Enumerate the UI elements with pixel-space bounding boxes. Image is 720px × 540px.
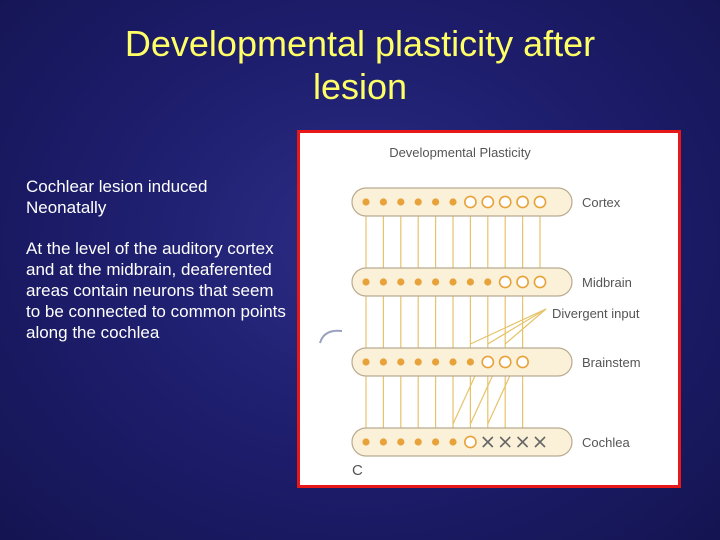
neuron-brainstem-1 (362, 358, 370, 366)
neuron-cochlea-3 (397, 438, 405, 446)
neuron-cochlea-6 (449, 438, 457, 446)
neuron-cortex-8 (481, 195, 495, 209)
neuron-midbrain-7 (466, 278, 474, 286)
slide-body-text: Cochlear lesion induced Neonatally At th… (26, 176, 286, 363)
neuron-brainstem-8 (481, 355, 495, 369)
neuron-midbrain-10 (516, 275, 529, 289)
neuron-brainstem-10 (516, 355, 529, 369)
neuron-midbrain-11 (533, 275, 547, 289)
neuron-midbrain-8 (484, 278, 492, 286)
divergent-lower-fiber-1 (452, 375, 476, 425)
neuron-brainstem-4 (414, 358, 422, 366)
divergent-lower-fiber-2 (469, 375, 493, 425)
neuron-cochlea-1 (362, 438, 370, 446)
annotation-divergent-input: Divergent input (552, 306, 640, 321)
paragraph-lesion: Cochlear lesion induced Neonatally (26, 177, 208, 217)
neuron-cortex-10 (516, 195, 529, 209)
slide-title-line-2: lesion (312, 66, 408, 107)
neuron-cortex-5 (432, 198, 440, 206)
divergent-fiber-3 (504, 308, 547, 345)
band-cochlea (351, 427, 573, 457)
neuron-cochlea-2 (379, 438, 387, 446)
neuron-cortex-11 (533, 195, 547, 209)
paragraph-description: At the level of the auditory cortex and … (26, 239, 286, 342)
neuron-cochlea-7 (463, 435, 477, 449)
band-brainstem (351, 347, 573, 377)
neuron-midbrain-1 (362, 278, 370, 286)
neuron-brainstem-3 (397, 358, 405, 366)
neuron-midbrain-2 (379, 278, 387, 286)
neuron-cochlea-5 (432, 438, 440, 446)
slide-title-line-1: Developmental plasticity after (124, 23, 596, 64)
neuron-cochlea-11 (534, 436, 546, 448)
divergent-lower-fiber-3 (487, 375, 511, 425)
neuron-cortex-4 (414, 198, 422, 206)
panel-letter: C (352, 462, 363, 479)
panel-curve-mark (319, 329, 343, 344)
divergent-fiber-2 (487, 308, 547, 345)
neuron-cochlea-8-stroke-b (482, 436, 494, 448)
neuron-cochlea-10-stroke-b (517, 436, 529, 448)
neuron-brainstem-2 (379, 358, 387, 366)
fiber-connections (365, 208, 547, 436)
neuron-cortex-6 (449, 198, 457, 206)
neuron-midbrain-5 (432, 278, 440, 286)
divergent-fiber-1 (470, 308, 547, 345)
plasticity-diagram: Developmental Plasticity CortexMidbrainB… (319, 145, 641, 479)
neuron-cortex-2 (379, 198, 387, 206)
layer-label-cortex: Cortex (582, 195, 621, 210)
neuron-cortex-9 (498, 195, 512, 209)
neuron-cochlea-4 (414, 438, 422, 446)
neuron-cochlea-9-stroke-b (499, 436, 511, 448)
layer-label-midbrain: Midbrain (582, 275, 632, 290)
neuron-midbrain-4 (414, 278, 422, 286)
neuron-cortex-1 (362, 198, 370, 206)
neuron-brainstem-9 (498, 355, 512, 369)
layer-label-cochlea: Cochlea (582, 435, 630, 450)
neuron-cochlea-9 (499, 436, 511, 448)
neuron-brainstem-7 (466, 358, 474, 366)
neuron-brainstem-5 (432, 358, 440, 366)
layer-label-brainstem: Brainstem (582, 355, 641, 370)
neuron-cortex-3 (397, 198, 405, 206)
neuron-midbrain-9 (498, 275, 512, 289)
neuron-cochlea-11-stroke-b (534, 436, 546, 448)
slide-title: Developmental plasticity after lesion (60, 22, 660, 108)
neuron-cochlea-10 (517, 436, 529, 448)
neuron-midbrain-6 (449, 278, 457, 286)
neuron-midbrain-3 (397, 278, 405, 286)
band-midbrain (351, 267, 573, 297)
neuron-brainstem-6 (449, 358, 457, 366)
neuron-cochlea-8 (482, 436, 494, 448)
neuron-cortex-7 (463, 195, 477, 209)
band-cortex (351, 187, 573, 217)
figure-title: Developmental Plasticity (389, 145, 531, 160)
